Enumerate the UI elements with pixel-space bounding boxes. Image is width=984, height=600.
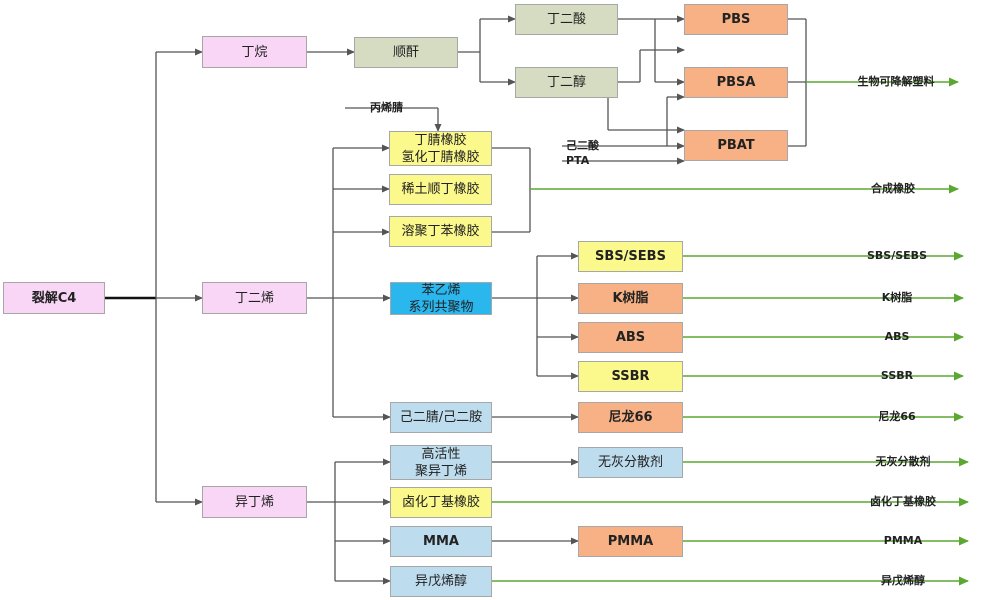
node-mma: MMA <box>390 526 492 557</box>
node-pbsa: PBSA <box>684 67 788 98</box>
end-label-sbs-sebs: SBS/SEBS <box>867 249 927 262</box>
input-acrylonitrile: 丙烯腈 <box>370 101 403 114</box>
node-ssbr-rubber: 溶聚丁苯橡胶 <box>389 216 492 247</box>
node-maleic-anhydride: 顺酐 <box>354 37 458 68</box>
node-halobutyl-rubber: 卤化丁基橡胶 <box>390 487 492 518</box>
node-butadiene: 丁二烯 <box>202 282 307 314</box>
input-pta: PTA <box>566 154 590 167</box>
node-ssbr: SSBR <box>578 361 683 392</box>
end-label-abs: ABS <box>884 330 910 343</box>
node-k-resin: K树脂 <box>578 283 683 314</box>
node-ndbr: 稀土顺丁橡胶 <box>389 174 492 205</box>
green-arrows <box>492 77 969 586</box>
end-label-nylon66: 尼龙66 <box>878 410 916 423</box>
node-pmma: PMMA <box>578 526 683 557</box>
end-label-ashless-dispersant: 无灰分散剂 <box>875 455 931 468</box>
node-succinic-acid: 丁二酸 <box>515 4 618 35</box>
node-pbs: PBS <box>684 4 788 35</box>
node-styrenic-copolymers: 苯乙烯系列共聚物 <box>390 282 492 315</box>
node-c4: 裂解C4 <box>3 282 105 314</box>
node-isobutylene: 异丁烯 <box>202 486 307 518</box>
end-label-halobutyl-rubber: 卤化丁基橡胶 <box>870 495 936 508</box>
node-ashless-dispersant: 无灰分散剂 <box>578 447 683 478</box>
node-nbr-hnbr: 丁腈橡胶氢化丁腈橡胶 <box>389 131 492 166</box>
node-hr-pib: 高活性聚异丁烯 <box>390 445 492 480</box>
node-butanediol: 丁二醇 <box>515 67 618 98</box>
end-label-synthetic-rubber: 合成橡胶 <box>871 182 915 195</box>
end-label-ssbr: SSBR <box>880 369 914 382</box>
node-nylon66: 尼龙66 <box>578 402 683 433</box>
node-pbat: PBAT <box>684 130 788 161</box>
end-label-isoprenol: 异戊烯醇 <box>881 574 925 587</box>
end-label-bioplastic: 生物可降解塑料 <box>857 75 935 88</box>
input-adipic-acid: 己二酸 <box>566 139 599 152</box>
node-isoprenol: 异戊烯醇 <box>390 566 492 597</box>
gray-connectors <box>105 15 807 585</box>
end-label-pmma: PMMA <box>883 534 923 547</box>
node-adiponitrile-hmda: 己二腈/己二胺 <box>390 402 492 433</box>
node-butane: 丁烷 <box>202 36 307 68</box>
node-sbs-sebs: SBS/SEBS <box>578 241 683 272</box>
end-label-k-resin: K树脂 <box>881 291 913 304</box>
node-abs: ABS <box>578 322 683 353</box>
